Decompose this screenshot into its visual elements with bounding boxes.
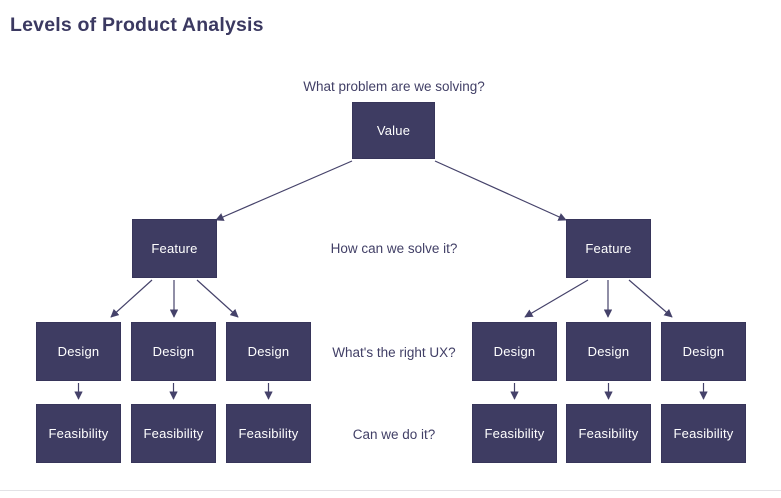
node-feasibility-2: Feasibility bbox=[131, 404, 216, 463]
node-design-2: Design bbox=[131, 322, 216, 381]
arrow-value-to-feature-left bbox=[215, 160, 353, 221]
node-value: Value bbox=[352, 102, 435, 159]
arrow-feature-right-to-design-4 bbox=[524, 279, 589, 318]
node-design-3: Design bbox=[226, 322, 311, 381]
page-title: Levels of Product Analysis bbox=[10, 14, 264, 36]
node-feature-right: Feature bbox=[566, 219, 651, 278]
arrow-value-to-feature-right bbox=[434, 160, 567, 221]
question-design-level: What's the right UX? bbox=[332, 345, 456, 360]
node-feasibility-4: Feasibility bbox=[472, 404, 557, 463]
node-design-4: Design bbox=[472, 322, 557, 381]
arrow-feature-right-to-design-6 bbox=[628, 279, 673, 318]
node-feasibility-5: Feasibility bbox=[566, 404, 651, 463]
question-feature-level: How can we solve it? bbox=[330, 241, 458, 256]
node-feature-left: Feature bbox=[132, 219, 217, 278]
node-feasibility-3: Feasibility bbox=[226, 404, 311, 463]
node-design-1: Design bbox=[36, 322, 121, 381]
node-design-6: Design bbox=[661, 322, 746, 381]
node-feasibility-6: Feasibility bbox=[661, 404, 746, 463]
arrow-feature-left-to-design-3 bbox=[196, 279, 239, 318]
question-feasibility-level: Can we do it? bbox=[352, 427, 436, 442]
bottom-divider bbox=[0, 490, 781, 491]
node-design-5: Design bbox=[566, 322, 651, 381]
arrow-feature-left-to-design-1 bbox=[110, 279, 153, 318]
node-feasibility-1: Feasibility bbox=[36, 404, 121, 463]
question-value-level: What problem are we solving? bbox=[303, 79, 485, 94]
